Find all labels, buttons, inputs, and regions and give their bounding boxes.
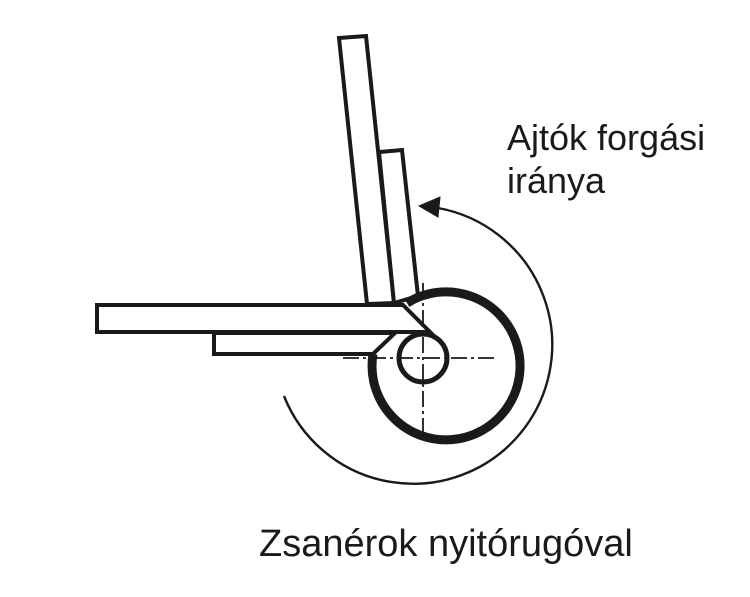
frame-leaf-horizontal <box>95 303 435 334</box>
diagram-caption: Zsanérok nyitórugóval <box>259 523 633 565</box>
hinge-knuckle <box>367 287 525 445</box>
hinge-leaf-lower <box>212 331 400 356</box>
rotation-arc <box>282 206 554 485</box>
rotation-label-line2: iránya <box>507 160 606 201</box>
rotation-arrowhead-icon <box>417 196 441 218</box>
rotation-label-line1: Ajtók forgási <box>507 117 705 158</box>
